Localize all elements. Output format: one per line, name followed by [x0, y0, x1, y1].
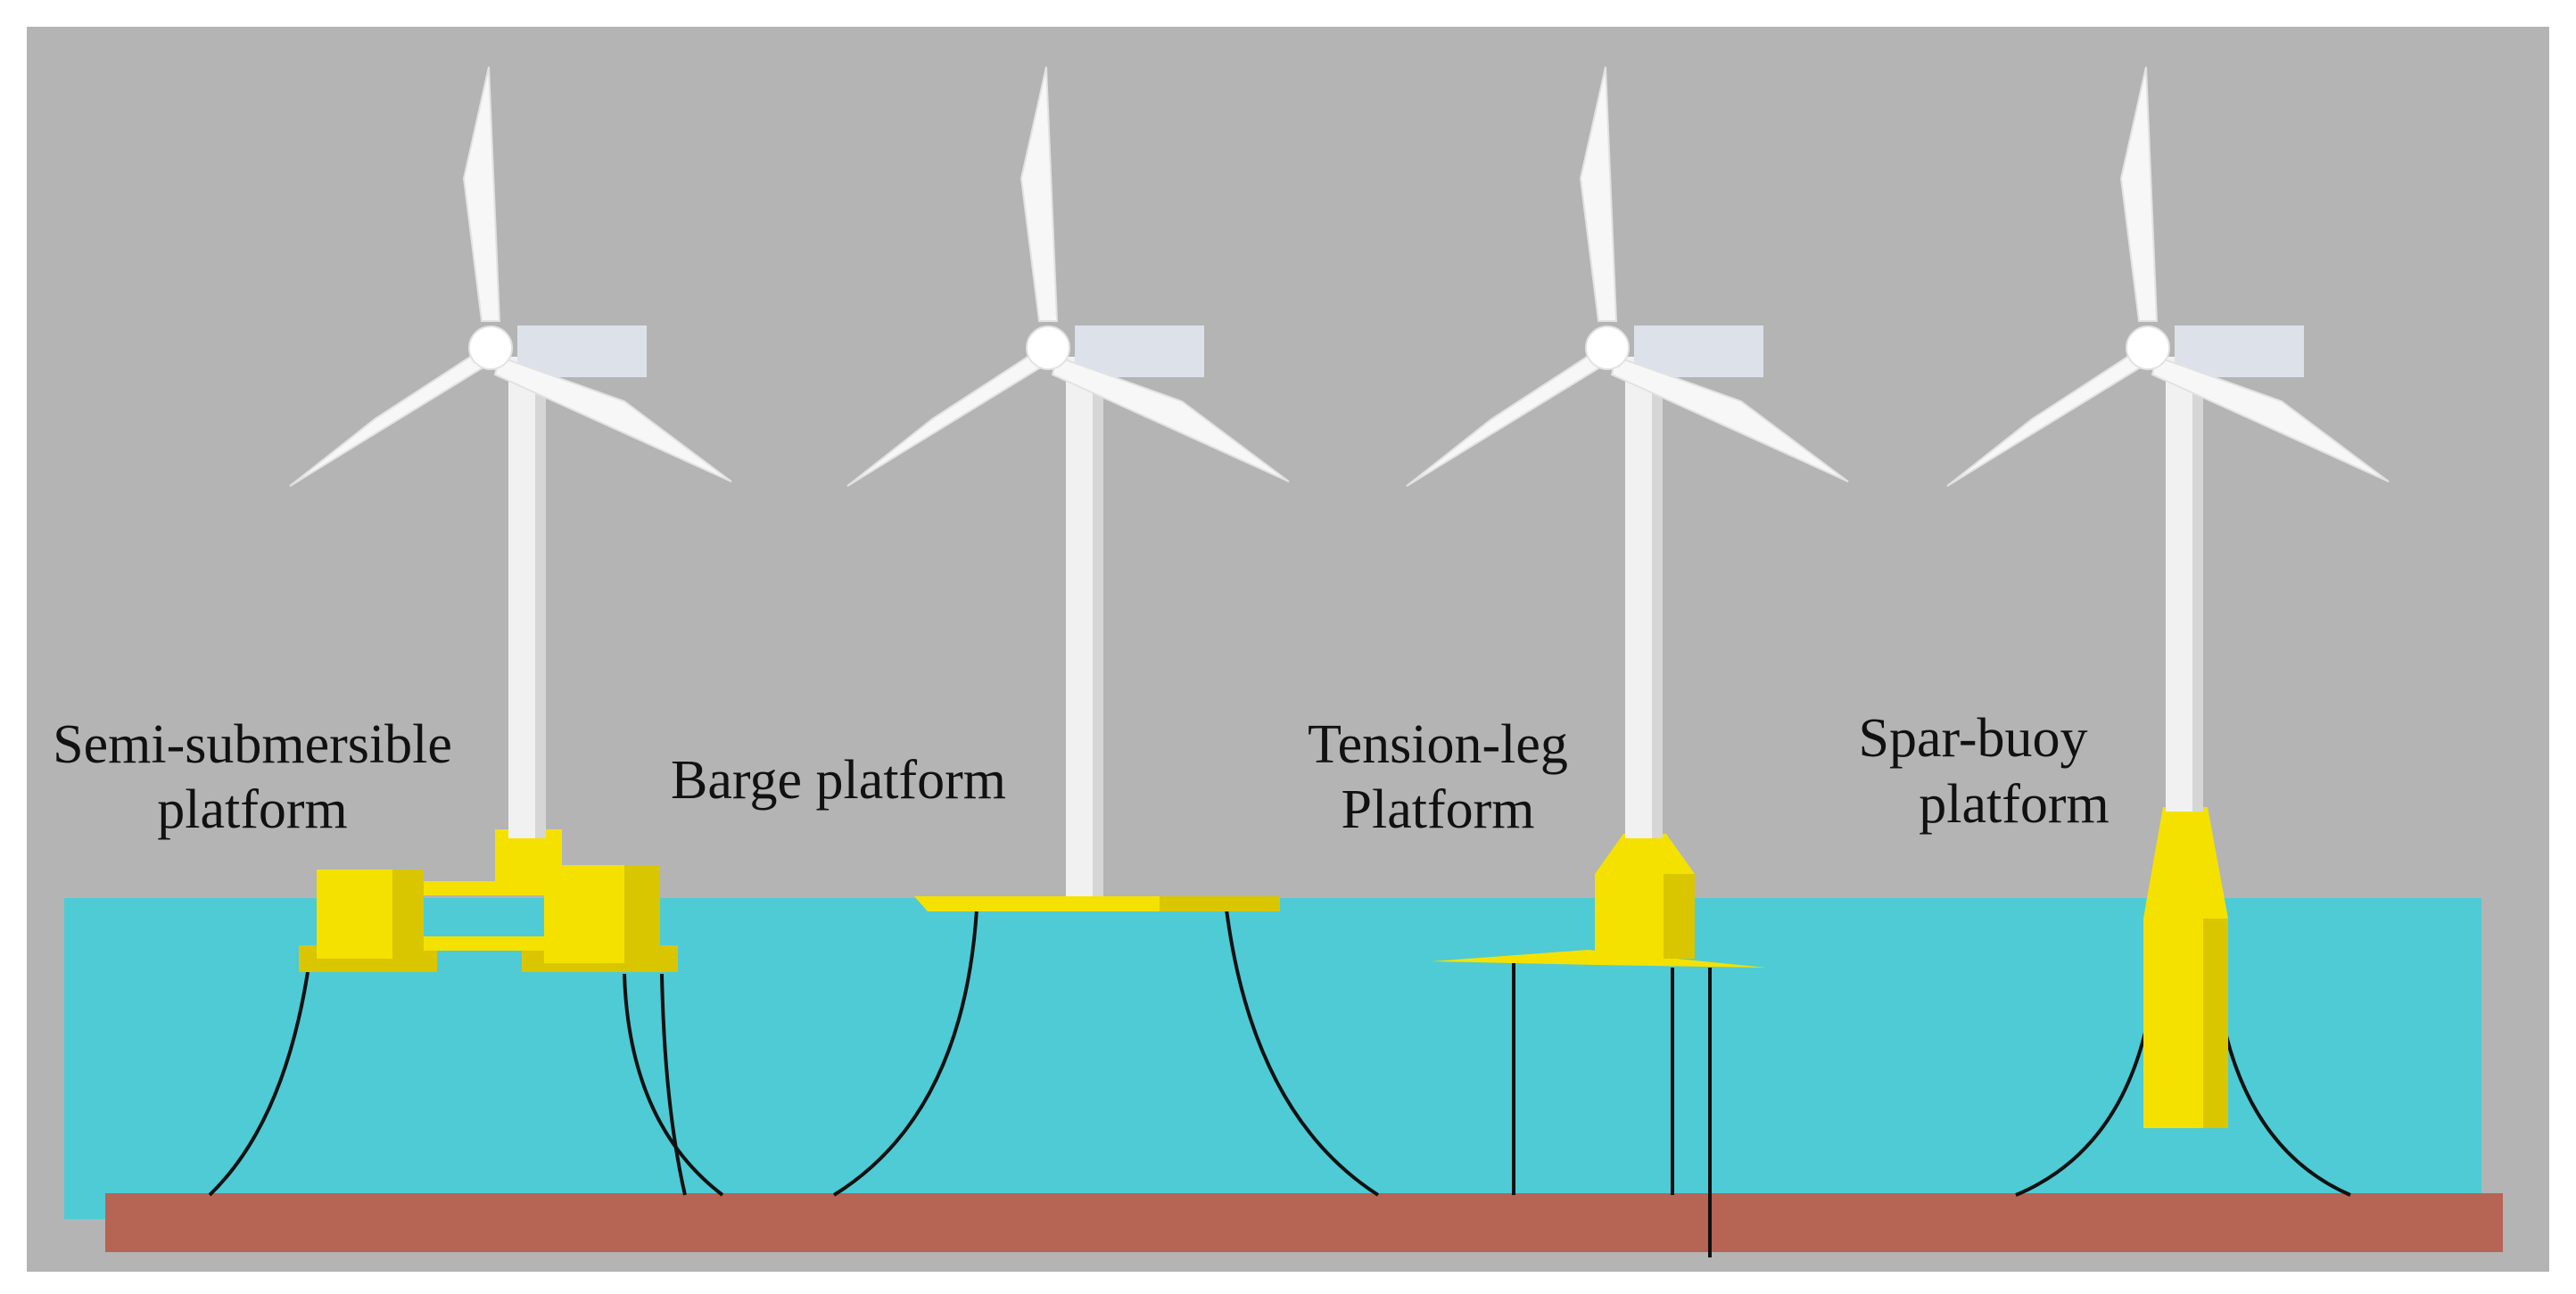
tension-leg-cylinder-shade	[1664, 874, 1695, 959]
turbine-tension-leg	[1406, 66, 1849, 1257]
tower-shade	[535, 357, 546, 838]
nacelle-icon	[2175, 326, 2304, 377]
spar-buoy-taper	[2143, 807, 2228, 919]
tower-shade	[1652, 357, 1663, 838]
mooring-line	[2015, 1011, 2151, 1197]
mooring-lines-barge	[832, 909, 1380, 1197]
mooring-line	[208, 971, 310, 1197]
label-spar-buoy-line2: platform	[1919, 774, 2110, 835]
mooring-line	[2219, 1011, 2351, 1197]
semi-submersible-platform	[299, 829, 678, 972]
three-blade-rotor-icon	[1946, 66, 2390, 487]
three-blade-rotor-icon	[289, 66, 732, 487]
mooring-line	[832, 909, 978, 1197]
turbine-barge	[832, 66, 1380, 1197]
rotor-hub	[468, 326, 513, 370]
sea-water	[64, 898, 2481, 1219]
tension-leg-cone	[1595, 834, 1695, 874]
platform-brace-high	[419, 881, 544, 895]
rotor-hub	[1026, 326, 1070, 370]
spar-buoy-shade	[2203, 919, 2228, 1128]
rotor-blade	[1020, 66, 1059, 322]
nacelle-icon	[1634, 326, 1763, 377]
three-blade-rotor-icon	[1406, 66, 1849, 487]
label-tension-leg-line2: Platform	[1342, 779, 1535, 840]
mooring-lines-semi-submersible	[208, 971, 724, 1197]
barge-platform-shade	[1160, 896, 1280, 911]
turbine-semi-submersible	[208, 66, 732, 1197]
rotor-hub	[1585, 326, 1630, 370]
rotor-blade	[1579, 66, 1618, 322]
label-semi-submersible-line1: Semi-submersible	[53, 714, 452, 775]
mooring-lines-spar-buoy	[2015, 1011, 2351, 1197]
rotor-hub	[2126, 326, 2170, 370]
platform-brace-low	[419, 936, 544, 951]
nacelle-icon	[517, 326, 647, 377]
nacelle-icon	[1075, 326, 1204, 377]
mooring-line	[660, 973, 687, 1196]
turbine-spar-buoy	[1946, 66, 2390, 1197]
tower-shade	[1093, 357, 1103, 896]
label-tension-leg-line1: Tension-leg	[1308, 714, 1568, 775]
platform-column-left-shade	[392, 870, 424, 959]
label-barge: Barge platform	[671, 750, 1006, 811]
rotor-blade	[2119, 66, 2159, 322]
platform-column-right-shade	[624, 865, 660, 963]
label-semi-submersible-line2: platform	[157, 779, 348, 840]
mooring-line	[1225, 909, 1380, 1197]
three-blade-rotor-icon	[846, 66, 1290, 487]
tower-shade	[2192, 357, 2203, 812]
rotor-blade	[462, 66, 501, 322]
label-spar-buoy-line1: Spar-buoy	[1858, 708, 2087, 769]
seabed	[105, 1193, 2503, 1252]
mooring-line	[623, 973, 724, 1197]
mooring-tendons-tension-leg	[1512, 961, 1712, 1257]
